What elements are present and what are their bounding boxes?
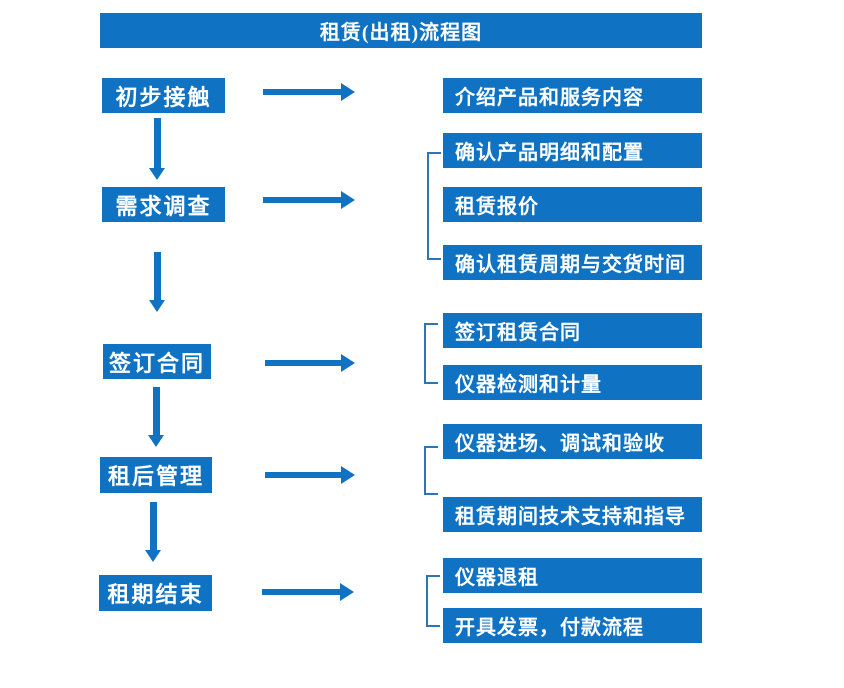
detail-box-confirm-period-delivery: 确认租赁周期与交货时间 xyxy=(443,245,702,280)
group-bracket-rental-end xyxy=(426,575,440,627)
arrow-right-icon-2 xyxy=(263,191,355,209)
arrow-down-icon-2 xyxy=(149,252,165,312)
detail-box-instrument-setup-acceptance: 仪器进场、调试和验收 xyxy=(443,424,702,459)
group-bracket-post-rental xyxy=(424,446,438,495)
arrow-down-icon-4 xyxy=(145,502,161,562)
arrow-right-icon-1 xyxy=(263,83,355,101)
step-box-needs-survey: 需求调查 xyxy=(102,187,225,222)
detail-box-sign-rental-contract: 签订租赁合同 xyxy=(443,313,702,348)
arrow-down-icon-1 xyxy=(149,118,165,180)
detail-box-instrument-return: 仪器退租 xyxy=(443,558,702,593)
detail-box-technical-support: 租赁期间技术支持和指导 xyxy=(443,497,702,532)
detail-box-rental-quote: 租赁报价 xyxy=(443,187,702,222)
arrow-right-icon-5 xyxy=(262,583,354,601)
detail-box-introduce-products: 介绍产品和服务内容 xyxy=(443,78,702,113)
step-box-sign-contract: 签订合同 xyxy=(103,344,211,379)
arrow-right-icon-4 xyxy=(265,466,355,484)
group-bracket-sign-contract xyxy=(424,323,438,384)
arrow-right-icon-3 xyxy=(265,354,355,372)
detail-box-invoice-payment: 开具发票，付款流程 xyxy=(443,608,702,643)
arrow-down-icon-3 xyxy=(148,387,164,447)
step-box-rental-end: 租期结束 xyxy=(99,575,212,611)
step-box-post-rental-management: 租后管理 xyxy=(100,457,212,493)
detail-box-instrument-testing: 仪器检测和计量 xyxy=(443,365,702,400)
step-box-initial-contact: 初步接触 xyxy=(102,78,225,113)
group-bracket-needs-survey xyxy=(427,152,441,260)
title-bar: 租赁(出租)流程图 xyxy=(100,13,702,48)
page-title: 租赁(出租)流程图 xyxy=(319,22,483,44)
detail-box-confirm-product-config: 确认产品明细和配置 xyxy=(443,133,702,168)
